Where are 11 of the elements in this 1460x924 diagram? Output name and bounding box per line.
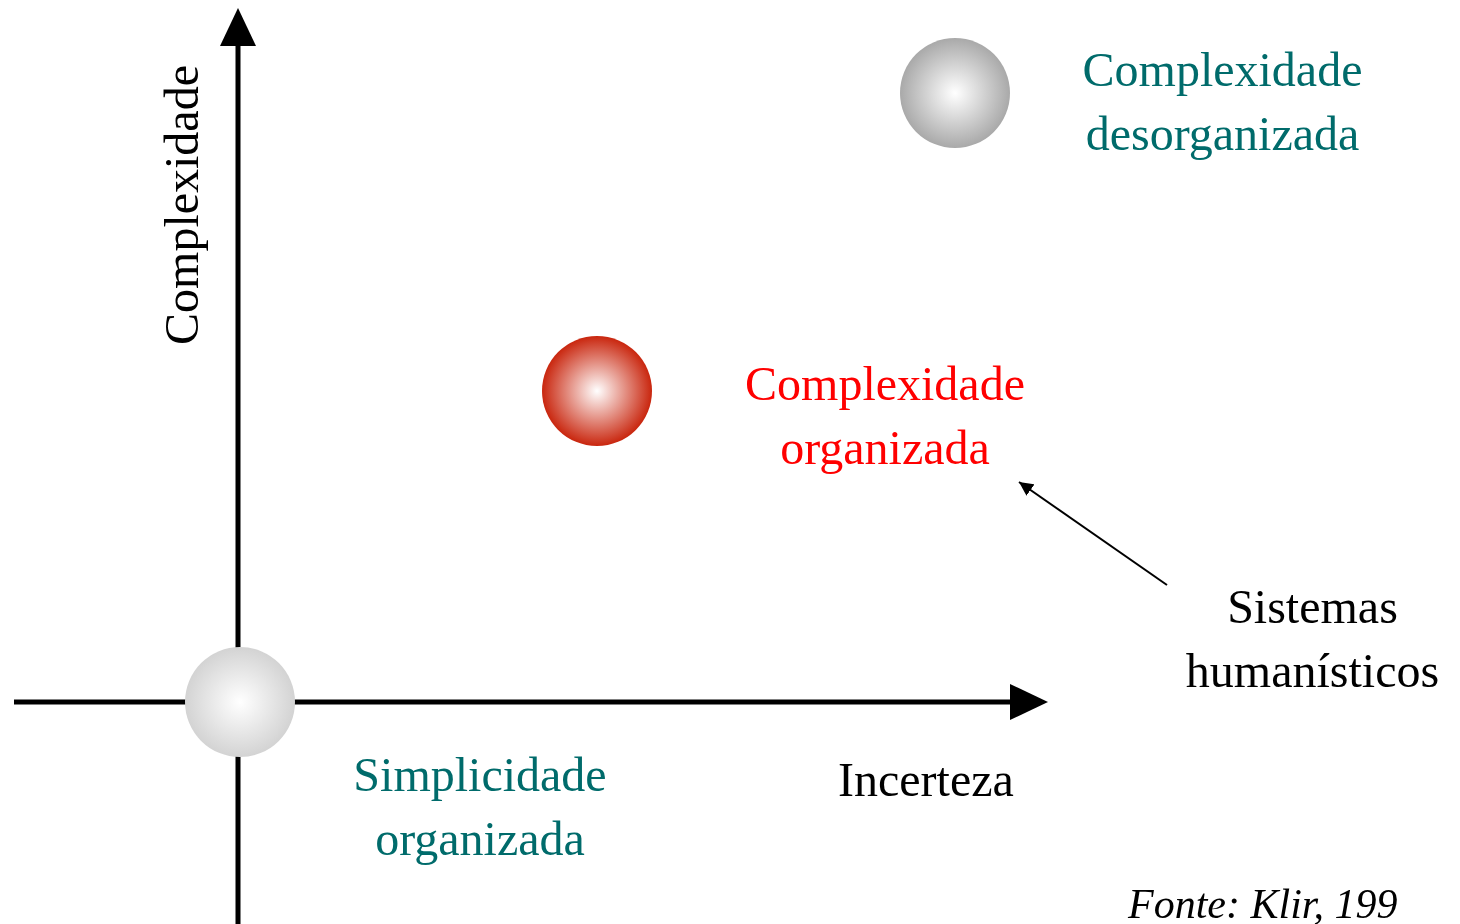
sphere bbox=[184, 646, 296, 758]
callout-text: Sistemas humanísticos bbox=[1165, 575, 1460, 703]
region-label: Complexidade desorganizada bbox=[1050, 38, 1395, 166]
region-label: Complexidade organizada bbox=[715, 352, 1055, 480]
axis-label: Incerteza bbox=[838, 752, 1014, 808]
sphere bbox=[541, 335, 653, 447]
sphere bbox=[899, 37, 1011, 149]
region-label: Simplicidade organizada bbox=[320, 743, 640, 871]
source-note: Fonte: Klir, 199 bbox=[1128, 880, 1398, 924]
axis-label: Complexidade bbox=[154, 64, 209, 347]
arrow bbox=[1018, 481, 1168, 586]
